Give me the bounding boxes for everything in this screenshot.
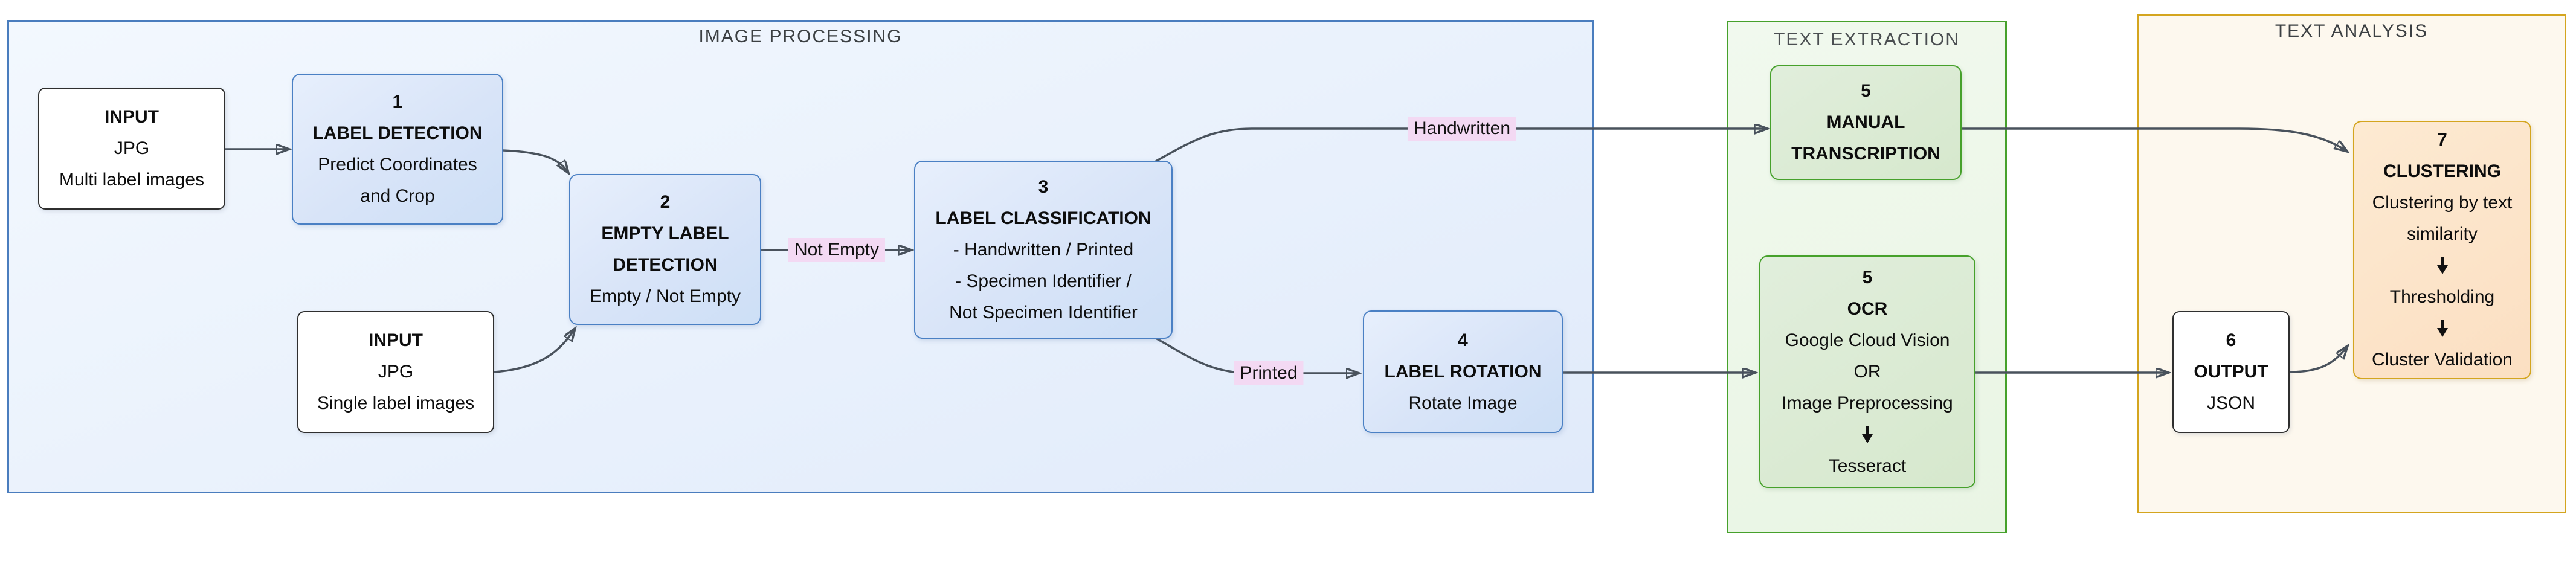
down-arrow-icon (2435, 313, 2450, 344)
node-ocr: 5 OCR Google Cloud Vision OR Image Prepr… (1759, 255, 1975, 488)
node-number: 7 (2437, 130, 2447, 150)
node-text-line: Not Specimen Identifier (949, 302, 1138, 323)
node-text-line: similarity (2407, 224, 2478, 244)
node-text-line: MANUAL (1826, 112, 1905, 132)
edge-label-not-empty: Not Empty (788, 238, 886, 262)
node-number: 2 (660, 192, 671, 212)
node-number: 5 (1862, 267, 1873, 288)
node-text-line: TRANSCRIPTION (1791, 144, 1940, 164)
node-text-line: Multi label images (59, 170, 205, 190)
edge-label-printed: Printed (1234, 361, 1304, 385)
down-arrow-icon (1860, 419, 1875, 451)
node-text-line: Single label images (317, 393, 475, 413)
node-label-classification: 3 LABEL CLASSIFICATION - Handwritten / P… (914, 161, 1173, 339)
node-clustering: 7 CLUSTERING Clustering by text similari… (2353, 121, 2531, 379)
node-text-line: Thresholding (2389, 287, 2495, 307)
node-text-line: - Handwritten / Printed (953, 239, 1134, 260)
down-arrow-icon (2435, 250, 2450, 281)
node-text-line: LABEL ROTATION (1384, 361, 1542, 382)
node-text-line: Rotate Image (1408, 393, 1518, 413)
node-text-line: LABEL DETECTION (312, 123, 483, 143)
node-number: 3 (1038, 176, 1049, 197)
node-text-line: INPUT (105, 107, 159, 127)
node-text-line: OCR (1847, 298, 1888, 319)
node-text-line: Predict Coordinates (318, 155, 477, 175)
node-text-line: INPUT (369, 330, 423, 350)
edge-label-handwritten: Handwritten (1407, 117, 1517, 141)
node-input-multi: INPUT JPG Multi label images (38, 88, 225, 210)
node-number: 6 (2226, 330, 2236, 350)
node-text-line: Clustering by text (2372, 193, 2513, 213)
node-text-line: JSON (2206, 393, 2255, 413)
section-title-image-processing: IMAGE PROCESSING (698, 27, 903, 47)
node-number: 5 (1861, 81, 1871, 101)
node-text-line: Google Cloud Vision (1785, 330, 1950, 350)
node-label-rotation: 4 LABEL ROTATION Rotate Image (1363, 310, 1563, 433)
node-text-line: - Specimen Identifier / (955, 271, 1132, 291)
node-text-line: OUTPUT (2194, 362, 2268, 382)
node-label-detection: 1 LABEL DETECTION Predict Coordinates an… (292, 74, 503, 225)
node-text-line: OR (1853, 361, 1881, 382)
node-output: 6 OUTPUT JSON (2172, 311, 2290, 433)
node-text-line: EMPTY LABEL (601, 223, 729, 243)
node-text-line: LABEL CLASSIFICATION (935, 208, 1151, 228)
node-number: 4 (1458, 330, 1468, 350)
node-text-line: CLUSTERING (2383, 161, 2501, 181)
node-text-line: DETECTION (613, 255, 718, 275)
node-text-line: JPG (378, 362, 414, 382)
node-text-line: Empty / Not Empty (589, 286, 741, 306)
section-title-text-extraction: TEXT EXTRACTION (1774, 30, 1960, 50)
node-input-single: INPUT JPG Single label images (297, 311, 494, 433)
node-text-line: and Crop (360, 186, 435, 206)
section-title-text-analysis: TEXT ANALYSIS (2275, 21, 2429, 41)
node-text-line: JPG (114, 138, 150, 158)
node-text-line: Image Preprocessing (1782, 393, 1953, 413)
node-manual-transcription: 5 MANUAL TRANSCRIPTION (1770, 65, 1962, 180)
node-text-line: Cluster Validation (2372, 350, 2513, 370)
node-text-line: Tesseract (1828, 455, 1907, 476)
node-number: 1 (392, 92, 403, 112)
node-empty-label-detection: 2 EMPTY LABEL DETECTION Empty / Not Empt… (569, 174, 761, 325)
